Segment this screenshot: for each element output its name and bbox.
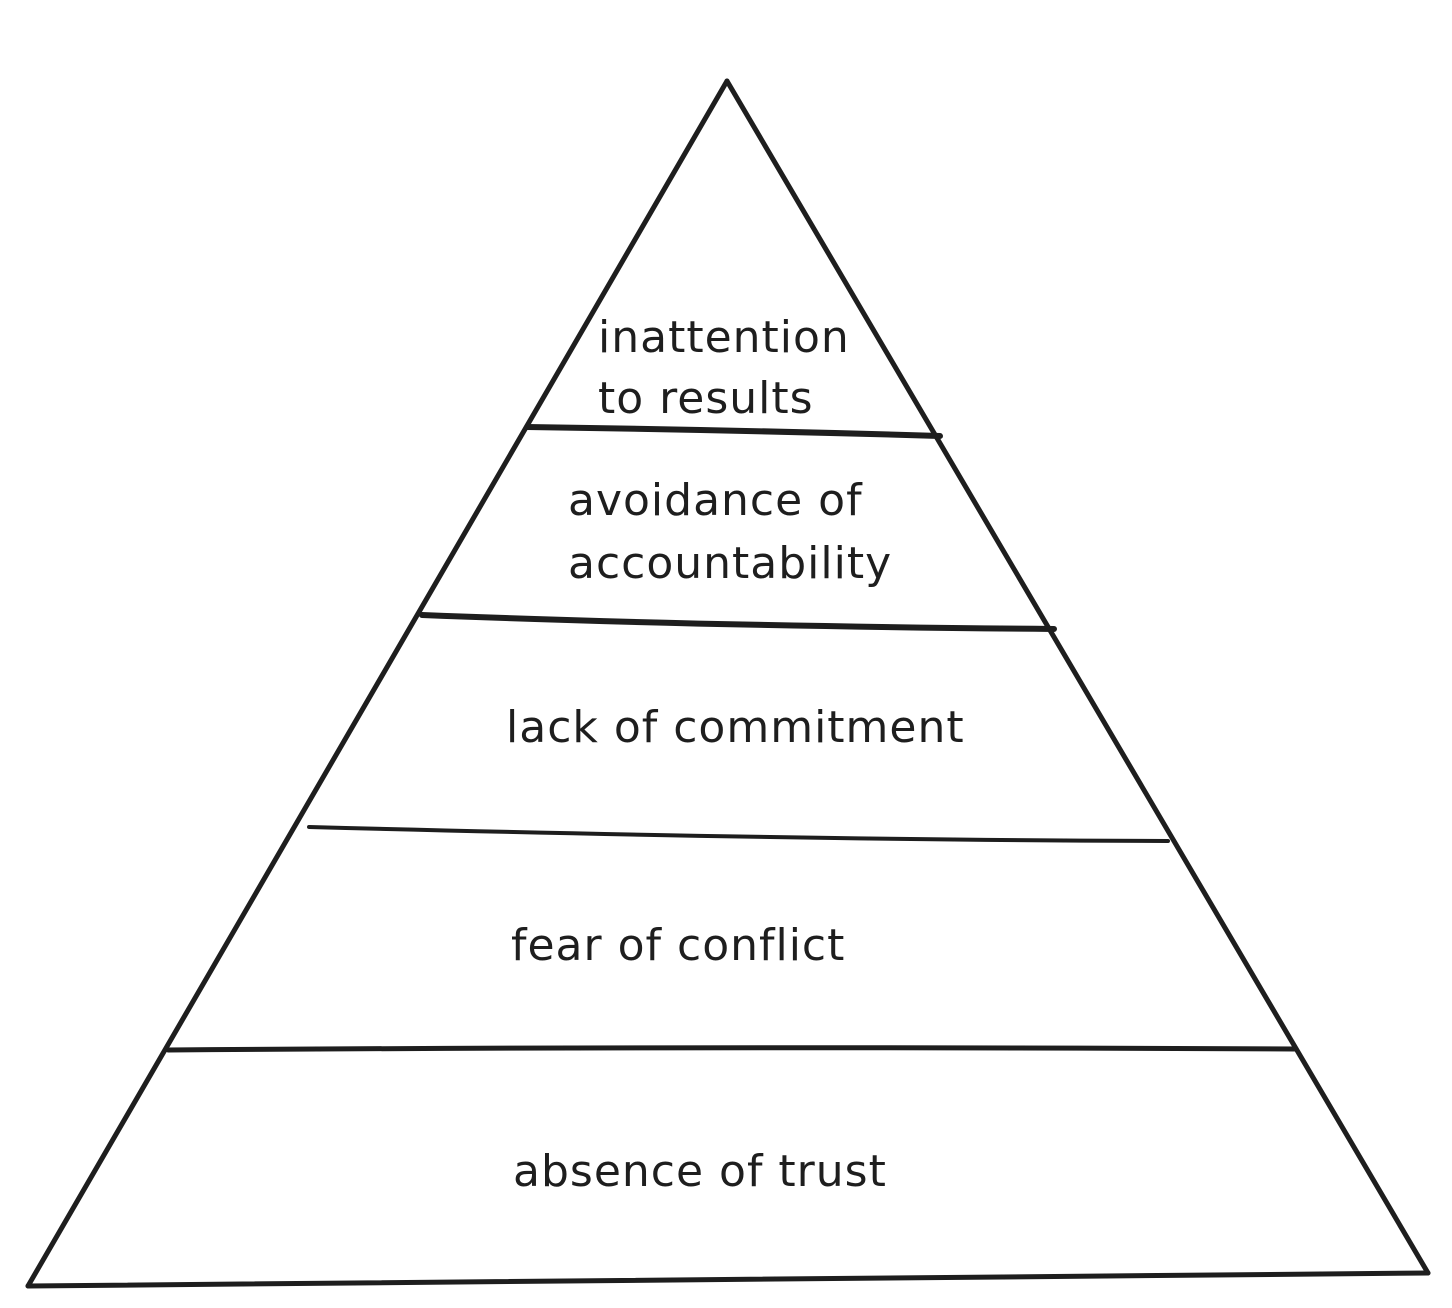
level-2-label: avoidance of accountability — [568, 475, 892, 589]
level-1-line-2: to results — [598, 373, 814, 424]
level-1-line-1: inattention — [598, 312, 850, 363]
pyramid-outline — [25, 78, 1431, 1289]
level-4-line-1: fear of conflict — [511, 920, 845, 971]
level-5-line-1: absence of trust — [513, 1146, 887, 1197]
pyramid-left-edge — [25, 78, 730, 1289]
level-dividers — [165, 424, 1298, 1053]
level-4-label: fear of conflict — [511, 920, 845, 971]
divider-2 — [419, 612, 1057, 632]
divider-1 — [524, 424, 943, 439]
level-5-label: absence of trust — [513, 1146, 887, 1197]
divider-4 — [165, 1045, 1298, 1053]
level-2-line-1: avoidance of — [568, 475, 863, 526]
level-3-label: lack of commitment — [506, 702, 965, 753]
level-labels: inattention to results avoidance of acco… — [506, 312, 965, 1197]
pyramid-right-edge — [724, 78, 1431, 1276]
level-1-label: inattention to results — [598, 312, 865, 424]
level-3-line-1: lack of commitment — [506, 702, 965, 753]
level-2-line-2: accountability — [568, 538, 892, 589]
divider-3 — [307, 825, 1170, 843]
pyramid-base — [25, 1270, 1431, 1289]
